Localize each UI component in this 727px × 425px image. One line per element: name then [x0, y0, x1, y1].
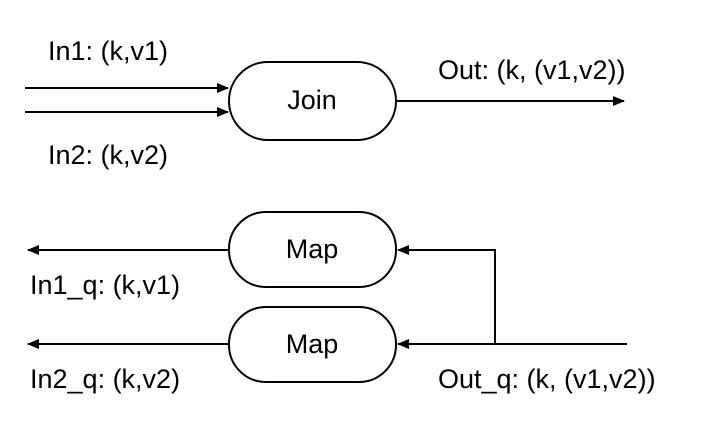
in2-label: In2: (k,v2)	[48, 140, 168, 170]
join-node-label: Join	[287, 85, 337, 115]
map-bottom-node-label: Map	[286, 329, 339, 359]
in1-q-label: In1_q: (k,v1)	[30, 270, 180, 300]
in1-label: In1: (k,v1)	[48, 36, 168, 66]
out-label: Out: (k, (v1,v2))	[438, 55, 626, 85]
out-q-branch-line	[420, 249, 496, 344]
in2-q-label: In2_q: (k,v2)	[30, 364, 180, 394]
map-top-node-label: Map	[286, 234, 339, 264]
out-q-label: Out_q: (k, (v1,v2))	[438, 364, 656, 394]
